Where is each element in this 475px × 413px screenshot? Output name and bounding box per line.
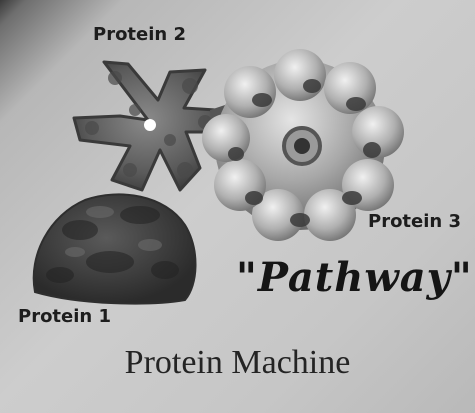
pathway-label: "Pathway" (236, 254, 473, 301)
figure-title: Protein Machine (0, 344, 475, 382)
protein-2-label: Protein 2 (93, 24, 186, 45)
protein-3-label: Protein 3 (368, 211, 461, 232)
protein-1-label: Protein 1 (18, 306, 111, 327)
protein-2-structure (74, 62, 220, 190)
protein-1-structure (34, 194, 196, 303)
